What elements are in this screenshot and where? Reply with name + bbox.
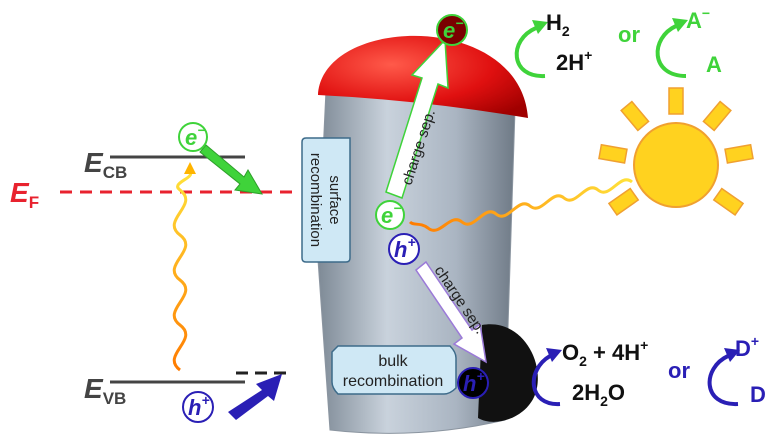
d-label: D (750, 382, 766, 407)
vb-label-main: E (84, 373, 104, 404)
hole-marker-vb-sup: + (201, 392, 209, 408)
a-minus-sup: − (702, 5, 710, 21)
surface-recombination-line1: surface (326, 175, 343, 224)
o2-sup: + (640, 337, 648, 353)
oxidation-cycle-arrow-2 (707, 354, 739, 407)
svg-text:h+: h+ (463, 368, 485, 396)
reduction-or: or (618, 22, 640, 47)
a-label: A (706, 52, 722, 77)
fermi-label: EF (10, 177, 39, 212)
d-plus-label: D+ (735, 333, 759, 361)
electron-marker-cap-sup: − (455, 15, 463, 31)
d-plus-letter: D (735, 336, 751, 361)
fermi-label-main: E (10, 177, 30, 208)
electron-transfer-arrow (199, 144, 263, 195)
vb-label: EVB (84, 373, 126, 408)
oxidation-cycle-arrow-1 (531, 354, 561, 407)
sun (598, 87, 754, 216)
light-wave (408, 178, 633, 232)
oxidation-reactions: O2 + 4H+ 2H2O or D+ D (531, 333, 766, 409)
hole-marker-vb: h+ (182, 391, 214, 423)
hole-marker-tip: h+ (457, 367, 489, 399)
electron-marker-cb-letter: e (185, 125, 197, 150)
electron-marker-rod: e− (375, 200, 405, 230)
electron-marker-cb: e− (178, 122, 208, 152)
svg-text:e−: e− (443, 15, 463, 43)
hole-marker-rod: h+ (388, 233, 420, 265)
excitation-wave (172, 171, 193, 372)
cb-label: ECB (84, 147, 127, 182)
svg-text:e−: e− (381, 200, 401, 228)
o2-letter: O (562, 340, 579, 365)
electron-marker-cap-letter: e (443, 18, 455, 43)
water-rest: O (608, 380, 625, 405)
cb-label-sub: CB (103, 163, 128, 182)
vb-label-sub: VB (103, 389, 127, 408)
cb-label-main: E (84, 147, 104, 178)
surface-recombination-box: surface recombination (301, 137, 351, 263)
water-label: 2H2O (572, 380, 625, 409)
svg-text:e−: e− (185, 122, 205, 150)
reduction-cycle-arrow-1 (514, 26, 546, 79)
two-h-plus-label: 2H+ (556, 47, 592, 75)
excitation-arrow-head (184, 162, 196, 174)
hole-marker-vb-letter: h (188, 395, 201, 420)
o2-rest: + 4H (587, 340, 640, 365)
svg-text:h+: h+ (394, 234, 416, 262)
h2-letter: H (546, 10, 562, 35)
fermi-label-sub: F (29, 193, 39, 212)
hole-transfer-arrow (228, 374, 282, 420)
svg-text:h+: h+ (188, 392, 210, 420)
o2-sub: 2 (579, 353, 587, 369)
oxide-tip (478, 324, 538, 422)
two-h-text: 2H (556, 50, 584, 75)
energy-level-diagram: ECB EF EVB e− h+ (10, 122, 300, 423)
reduction-reactions: H2 2H+ or A− A (514, 5, 722, 79)
electron-marker-rod-sup: − (393, 200, 401, 216)
bulk-recombination-box: bulk recombination (331, 345, 457, 395)
surface-recombination-line2: recombination (307, 153, 324, 247)
d-plus-sup: + (751, 333, 759, 349)
water-sub: 2 (600, 393, 608, 409)
o2-label: O2 + 4H+ (562, 337, 648, 369)
two-h-sup: + (584, 47, 592, 63)
a-minus-label: A− (686, 5, 710, 33)
bulk-recombination-line1: bulk (378, 353, 408, 370)
h2-sub: 2 (562, 23, 570, 39)
oxidation-or: or (668, 358, 690, 383)
electron-marker-cb-sup: − (197, 122, 205, 138)
hole-marker-rod-letter: h (394, 237, 407, 262)
electron-marker-rod-letter: e (381, 203, 393, 228)
h2-label: H2 (546, 10, 570, 39)
hole-marker-tip-sup: + (476, 368, 484, 384)
reduction-cycle-arrow-2 (655, 24, 687, 78)
electron-marker-cap: e− (436, 14, 468, 46)
a-minus-letter: A (686, 8, 702, 33)
hole-marker-tip-letter: h (463, 371, 476, 396)
hole-marker-rod-sup: + (407, 234, 415, 250)
bulk-recombination-line2: recombination (343, 373, 444, 390)
water-text: 2H (572, 380, 600, 405)
